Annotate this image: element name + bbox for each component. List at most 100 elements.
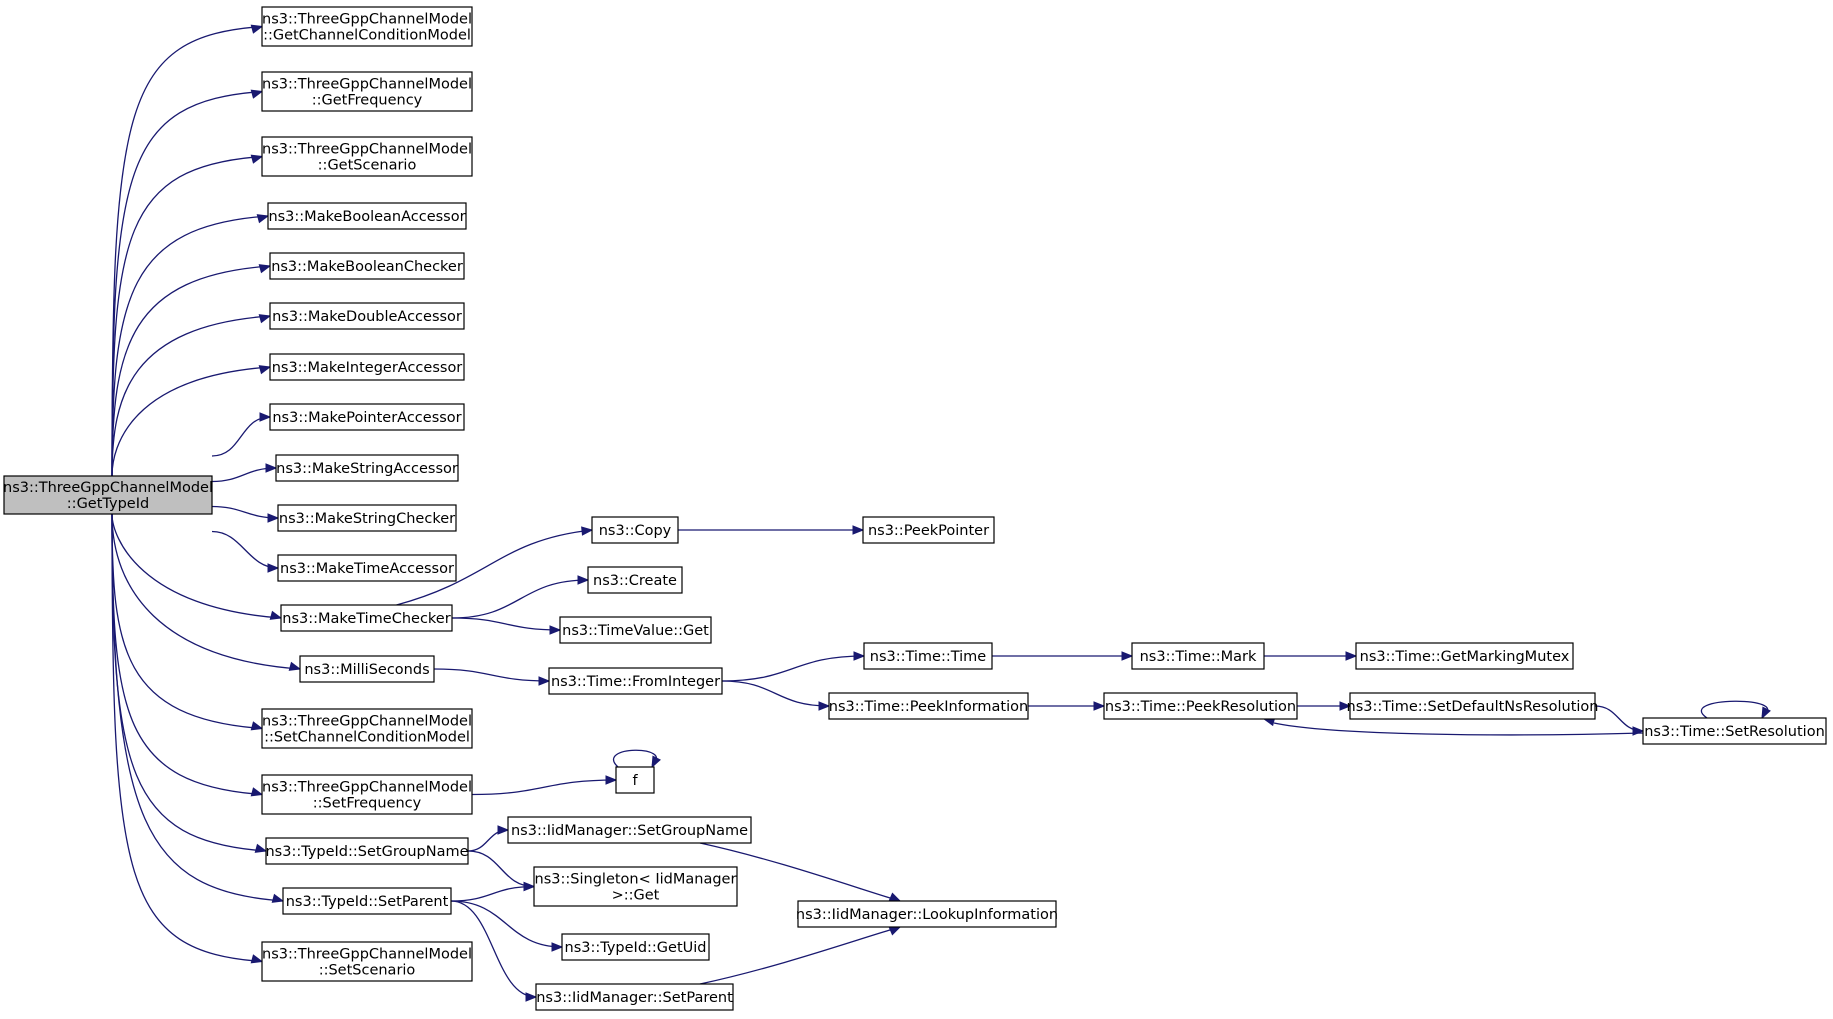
edge-line <box>699 926 901 985</box>
call-edge-root-to-setFrequency <box>111 513 264 797</box>
edge-arrowhead <box>269 610 283 620</box>
function-node-iidSetParent[interactable]: ns3::IidManager::SetParent <box>535 983 734 1011</box>
node-box <box>587 566 683 594</box>
function-node-makeIntegerAccessor[interactable]: ns3::MakeIntegerAccessor <box>269 353 465 381</box>
node-box <box>269 403 465 431</box>
function-node-create[interactable]: ns3::Create <box>587 566 683 594</box>
call-edge-milliSeconds-to-fromInteger <box>433 668 551 686</box>
function-node-setGroupName[interactable]: ns3::TypeId::SetGroupName <box>265 837 469 865</box>
edge-arrowhead <box>250 954 264 964</box>
function-node-timeValueGet[interactable]: ns3::TimeValue::Get <box>559 616 712 644</box>
function-node-getScenario[interactable]: ns3::ThreeGppChannelModel::GetScenario <box>261 136 473 177</box>
node-label-line: ns3::MakeBooleanChecker <box>271 259 463 275</box>
function-node-makeStringChecker[interactable]: ns3::MakeStringChecker <box>277 504 457 532</box>
edge-line <box>451 617 561 631</box>
call-edge-iidSetParent-to-lookupInformation <box>699 926 902 985</box>
function-node-getFrequency[interactable]: ns3::ThreeGppChannelModel::GetFrequency <box>261 71 473 112</box>
function-node-timeTime[interactable]: ns3::Time::Time <box>863 642 993 670</box>
edge-arrowhead <box>888 926 902 936</box>
node-label-line: ::GetChannelConditionModel <box>263 28 471 44</box>
edge-arrowhead <box>888 892 902 902</box>
function-node-singletonGet[interactable]: ns3::Singleton< IidManager>::Get <box>533 866 738 907</box>
edge-arrowhead <box>1121 651 1134 661</box>
node-label-line: ns3::ThreeGppChannelModel <box>3 480 213 496</box>
function-node-getMarkingMutex[interactable]: ns3::Time::GetMarkingMutex <box>1355 642 1574 670</box>
edge-arrowhead <box>259 412 272 422</box>
node-box <box>261 6 473 47</box>
node-label-line: ns3::TypeId::SetGroupName <box>265 844 468 860</box>
call-edge-makeTimeChecker-to-timeValueGet <box>451 617 562 635</box>
edge-arrowhead <box>258 365 272 375</box>
function-node-setScenario[interactable]: ns3::ThreeGppChannelModel::SetScenario <box>261 941 473 982</box>
function-node-makeBooleanAccessor[interactable]: ns3::MakeBooleanAccessor <box>267 202 467 230</box>
call-edge-root-to-makeBooleanAccessor <box>111 214 270 477</box>
node-box <box>862 516 995 544</box>
function-node-root[interactable]: ns3::ThreeGppChannelModel::GetTypeId <box>3 475 213 515</box>
node-box <box>261 708 473 749</box>
edge-line <box>111 90 263 477</box>
node-label-line: ns3::Time::GetMarkingMutex <box>1360 649 1570 665</box>
call-edge-copy-to-peekPointer <box>677 525 865 535</box>
function-node-peekPointer[interactable]: ns3::PeekPointer <box>862 516 995 544</box>
edge-line <box>111 513 263 796</box>
node-label-line: ::GetScenario <box>318 158 417 174</box>
function-node-peekInformation[interactable]: ns3::Time::PeekInformation <box>828 692 1029 720</box>
edge-line <box>396 529 593 606</box>
call-edge-root-to-setChannelConditionModel <box>111 513 264 731</box>
function-node-makeStringAccessor[interactable]: ns3::MakeStringAccessor <box>275 454 459 482</box>
edge-arrowhead <box>1093 701 1106 711</box>
function-node-makeTimeChecker[interactable]: ns3::MakeTimeChecker <box>280 604 453 632</box>
function-node-getChannelConditionModel[interactable]: ns3::ThreeGppChannelModel::GetChannelCon… <box>261 6 473 47</box>
function-node-copy[interactable]: ns3::Copy <box>591 516 679 544</box>
node-label-line: ns3::MakeIntegerAccessor <box>272 360 463 376</box>
edge-line <box>1594 705 1644 732</box>
edge-line <box>450 900 537 998</box>
edge-arrowhead <box>267 513 280 523</box>
node-label-line: ::GetTypeId <box>67 496 149 512</box>
function-node-setFrequency[interactable]: ns3::ThreeGppChannelModel::SetFrequency <box>261 774 473 815</box>
node-box <box>863 642 993 670</box>
node-label-line: >::Get <box>612 888 660 904</box>
function-node-peekResolution[interactable]: ns3::Time::PeekResolution <box>1103 692 1298 720</box>
function-node-setDefaultNsResolution[interactable]: ns3::Time::SetDefaultNsResolution <box>1347 692 1599 720</box>
call-edge-peekResolution-to-setDefaultNsResolution <box>1297 701 1352 711</box>
call-edge-root-to-getScenario <box>111 154 264 477</box>
node-box <box>548 667 723 695</box>
node-box <box>277 504 457 532</box>
function-node-setChannelConditionModel[interactable]: ns3::ThreeGppChannelModel::SetChannelCon… <box>261 708 473 749</box>
call-edge-root-to-getChannelConditionModel <box>111 24 264 477</box>
function-node-timeMark[interactable]: ns3::Time::Mark <box>1131 642 1265 670</box>
call-edge-root-to-setParent <box>111 513 285 903</box>
function-node-lookupInformation[interactable]: ns3::IidManager::LookupInformation <box>796 900 1058 928</box>
function-node-milliSeconds[interactable]: ns3::MilliSeconds <box>299 655 435 683</box>
function-node-makePointerAccessor[interactable]: ns3::MakePointerAccessor <box>269 403 465 431</box>
node-label-line: ns3::Time::PeekResolution <box>1105 699 1296 715</box>
call-edge-timeTime-to-timeMark <box>992 651 1134 661</box>
edge-line <box>467 850 535 888</box>
edge-arrowhead <box>258 264 272 274</box>
function-node-fromInteger[interactable]: ns3::Time::FromInteger <box>548 667 723 695</box>
edge-arrowhead <box>538 676 551 686</box>
edge-arrowhead <box>651 755 661 769</box>
edge-arrowhead <box>525 992 538 1002</box>
function-node-setResolution[interactable]: ns3::Time::SetResolution <box>1642 717 1827 745</box>
call-edge-setParent-to-singletonGet <box>450 881 536 902</box>
edge-arrowhead <box>258 314 272 324</box>
edge-line <box>111 513 282 619</box>
function-node-makeBooleanChecker[interactable]: ns3::MakeBooleanChecker <box>269 252 465 280</box>
function-node-f[interactable]: f <box>615 766 655 794</box>
edge-arrowhead <box>605 775 618 785</box>
edge-arrowhead <box>852 525 865 535</box>
edge-line <box>111 513 284 902</box>
node-label-line: ns3::MakeTimeAccessor <box>280 561 454 577</box>
function-node-iidSetGroupName[interactable]: ns3::IidManager::SetGroupName <box>507 816 752 844</box>
function-node-getUid[interactable]: ns3::TypeId::GetUid <box>561 933 710 961</box>
edge-arrowhead <box>818 701 831 711</box>
function-node-makeTimeAccessor[interactable]: ns3::MakeTimeAccessor <box>277 554 457 582</box>
function-node-setParent[interactable]: ns3::TypeId::SetParent <box>282 887 452 915</box>
node-box <box>591 516 679 544</box>
node-box <box>797 900 1057 928</box>
function-node-makeDoubleAccessor[interactable]: ns3::MakeDoubleAccessor <box>269 302 465 330</box>
node-label-line: ns3::ThreeGppChannelModel <box>262 780 472 796</box>
